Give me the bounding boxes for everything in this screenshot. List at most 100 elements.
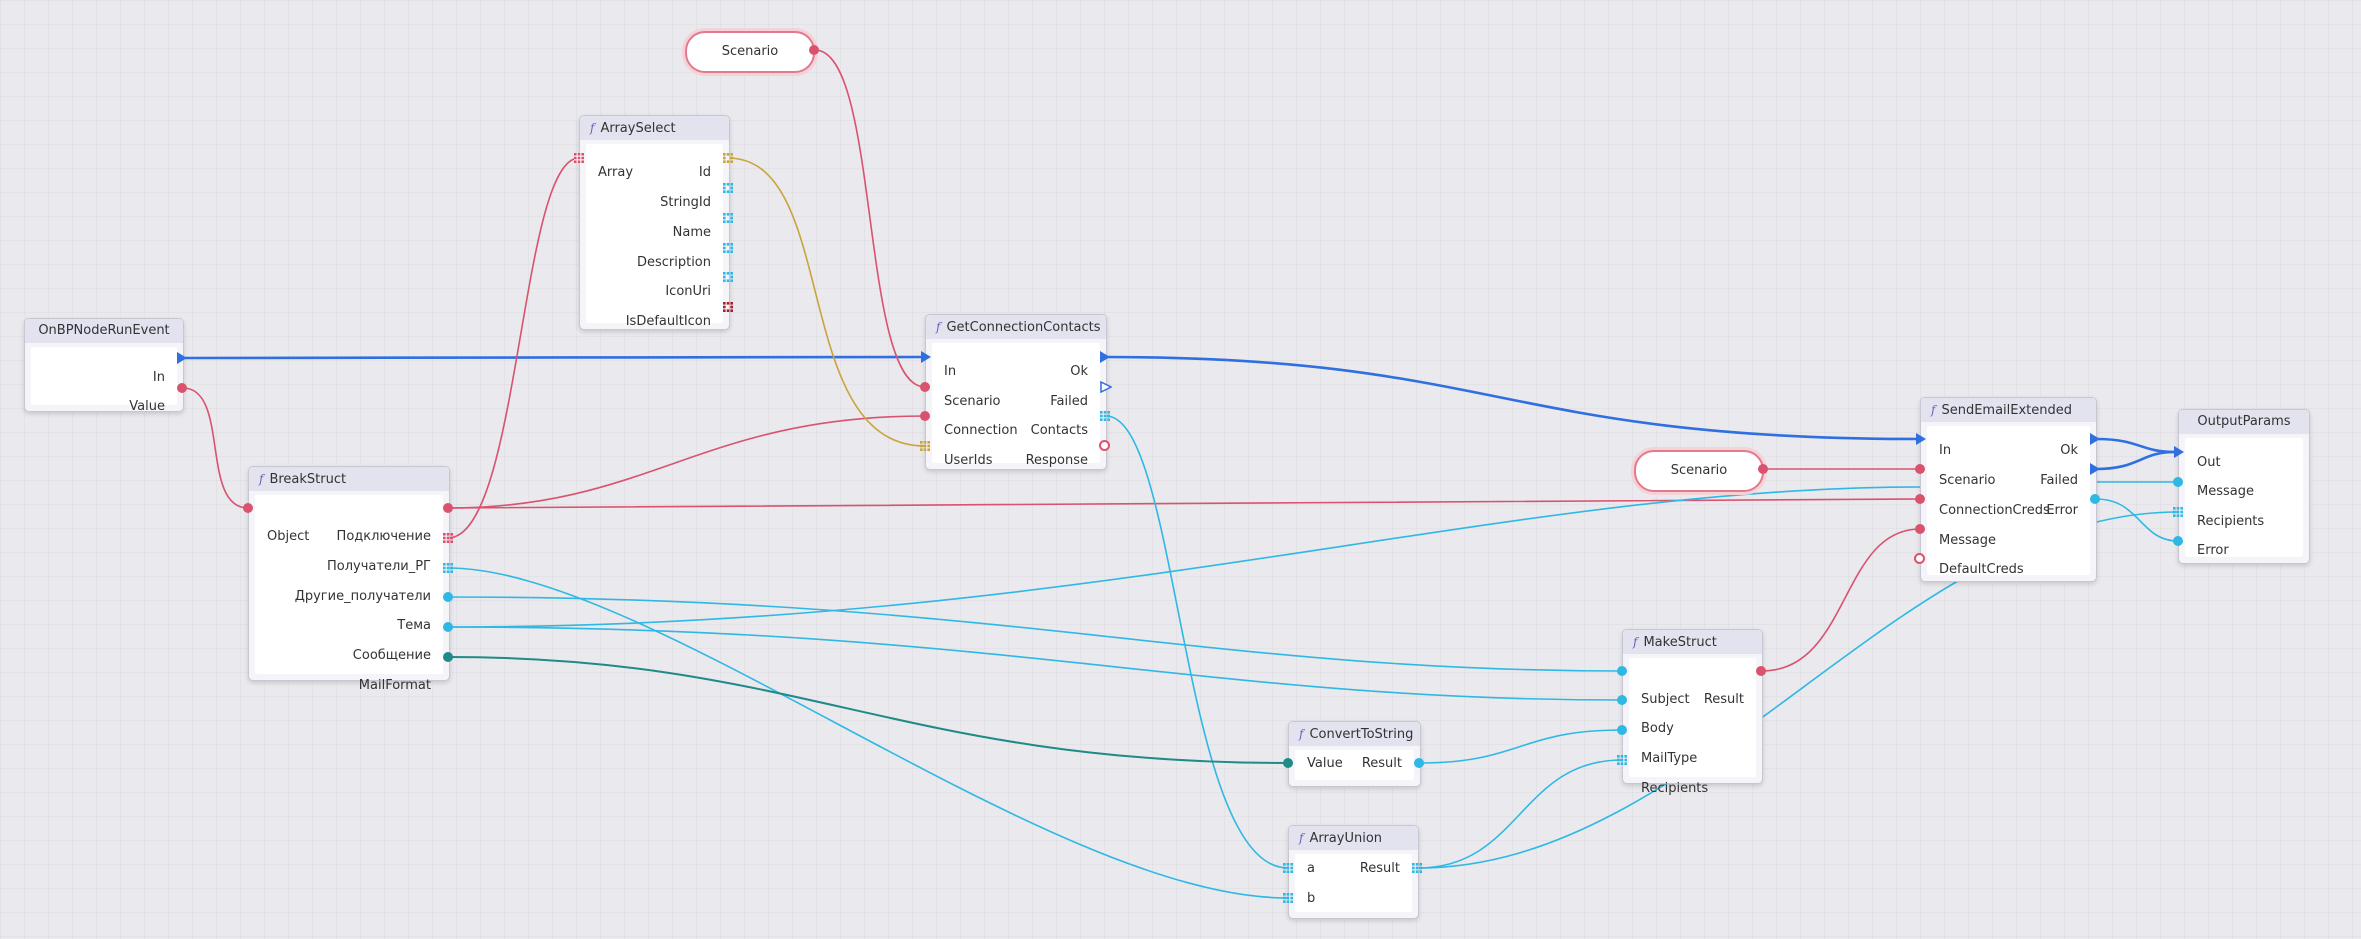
pin-label-failed: Failed [1050, 394, 1088, 409]
node-title: SendEmailExtended [1941, 403, 2073, 418]
wire-bs-message-to-sendemail-conncreds [447, 486, 1921, 628]
pin-label-message: Сообщение [352, 648, 431, 663]
pin-label-ok: Ok [2060, 443, 2078, 458]
pin-label-connection: Подключение [336, 529, 431, 544]
pin-label-defaultcreds: DefaultCreds [1939, 562, 2024, 577]
node-body: Value Result [1295, 750, 1414, 780]
wire-convert-result-to-makestruct-mailtype [1419, 729, 1623, 764]
pin-label-in: In [1939, 443, 1952, 458]
sendemail-connectioncreds-pin[interactable] [1915, 494, 1925, 504]
sendemail-failed-exec-pin[interactable] [2090, 463, 2100, 475]
scenario-node-1[interactable]: Scenario [685, 31, 815, 73]
pin-label-ok: Ok [1070, 364, 1088, 379]
getconn-scenario-pin[interactable] [920, 382, 930, 392]
output-message-pin[interactable] [2173, 477, 2183, 487]
getconn-failed-exec-pin[interactable] [1100, 381, 1112, 393]
getconn-in-exec-pin[interactable] [921, 351, 931, 363]
output-out-exec-pin[interactable] [2174, 446, 2184, 458]
sendemail-scenario-pin[interactable] [1915, 464, 1925, 474]
wire-getconn-contacts-to-arrayunion-a [1105, 415, 1289, 869]
arrayselect-name-pin[interactable] [723, 213, 733, 223]
scenario-node-2[interactable]: Scenario [1634, 450, 1764, 492]
pin-label-scenario: Scenario [944, 394, 1001, 409]
scenario-1-output-pin[interactable] [809, 45, 819, 55]
wire-bs-recipients-to-arrayselect-array [447, 157, 580, 539]
makestruct-mailtype-pin[interactable] [1617, 725, 1627, 735]
getconn-userids-pin[interactable] [920, 441, 930, 451]
pin-label-b: b [1307, 891, 1316, 906]
pin-label-recipients: Recipients [2197, 514, 2265, 529]
arrayunion-b-pin[interactable] [1283, 893, 1293, 903]
arrayselect-stringid-pin[interactable] [723, 183, 733, 193]
wire-bs-other-to-arrayunion-b [447, 567, 1289, 899]
breakstruct-mailformat-pin[interactable] [443, 652, 453, 662]
pin-label-array: Array [598, 165, 634, 180]
wire-sendemail-failed-to-output-out [2095, 450, 2176, 471]
breakstruct-other-recipients-pin[interactable] [443, 563, 453, 573]
wire-sendemail-ok-to-output-out [2095, 437, 2176, 454]
breakstruct-message-pin[interactable] [443, 622, 453, 632]
makestruct-recipients-pin[interactable] [1617, 755, 1627, 765]
sendemail-in-exec-pin[interactable] [1916, 433, 1926, 445]
pin-label-recipients: Recipients [1641, 781, 1709, 796]
getconn-ok-exec-pin[interactable] [1100, 351, 1110, 363]
arrayselect-iconuri-pin[interactable] [723, 272, 733, 282]
arrayselect-id-pin[interactable] [723, 153, 733, 163]
node-body: a b Result [1295, 854, 1412, 912]
sendemail-error-pin[interactable] [2090, 494, 2100, 504]
pin-label-in: In [944, 364, 957, 379]
wire-onbp-in-to-getconn-in [184, 355, 926, 360]
onbp-value-pin[interactable] [177, 383, 187, 393]
pin-label-result: Result [1359, 861, 1400, 876]
breakstruct-recipients-rg-pin[interactable] [443, 533, 453, 543]
pin-label-in: In [152, 370, 165, 385]
makestruct-result-pin[interactable] [1756, 666, 1766, 676]
scenario-2-output-pin[interactable] [1758, 464, 1768, 474]
output-recipients-pin[interactable] [2173, 507, 2183, 517]
breakstruct-subject-pin[interactable] [443, 592, 453, 602]
arrayselect-description-pin[interactable] [723, 243, 733, 253]
convert-value-pin[interactable] [1283, 758, 1293, 768]
getconn-contacts-pin[interactable] [1100, 411, 1110, 421]
output-error-pin[interactable] [2173, 536, 2183, 546]
convert-result-pin[interactable] [1414, 758, 1424, 768]
pin-label-id: Id [698, 165, 711, 180]
sendemail-ok-exec-pin[interactable] [2090, 433, 2100, 445]
sendemail-message-pin[interactable] [1915, 524, 1925, 534]
arrayselect-array-pin[interactable] [574, 153, 584, 163]
makestruct-body-pin[interactable] [1617, 695, 1627, 705]
getconn-connection-pin[interactable] [920, 411, 930, 421]
arrayunion-result-pin[interactable] [1412, 863, 1422, 873]
pin-label-recipients-rg: Получатели_РГ [327, 559, 431, 574]
arrayselect-isdefaulticon-pin[interactable] [723, 302, 733, 312]
makestruct-subject-pin[interactable] [1617, 666, 1627, 676]
node-body: In Scenario Connection UserIds Ok Failed… [932, 343, 1100, 468]
pin-label-name: Name [672, 225, 711, 240]
function-icon: f [1299, 831, 1304, 845]
pin-label-subject: Subject [1641, 692, 1690, 707]
node-title: OutputParams [2179, 410, 2309, 434]
pin-label-scenario: Scenario [1939, 473, 1996, 488]
onbp-in-exec-pin[interactable] [177, 352, 187, 364]
sendemail-defaultcreds-pin[interactable] [1914, 553, 1925, 564]
node-outputparams[interactable]: OutputParams Out Message Recipients Erro… [2178, 409, 2310, 564]
wire-bs-mailformat-to-convert-value [447, 656, 1289, 764]
pin-label-connection: Connection [944, 423, 1018, 438]
breakstruct-connection-pin[interactable] [443, 503, 453, 513]
arrayunion-a-pin[interactable] [1283, 863, 1293, 873]
pin-label-stringid: StringId [660, 195, 711, 210]
node-onbpnoderunevent[interactable]: OnBPNodeRunEvent In Value [24, 318, 184, 414]
breakstruct-object-pin[interactable] [243, 503, 253, 513]
pin-label-body: Body [1641, 721, 1674, 736]
getconn-response-pin[interactable] [1099, 440, 1110, 451]
